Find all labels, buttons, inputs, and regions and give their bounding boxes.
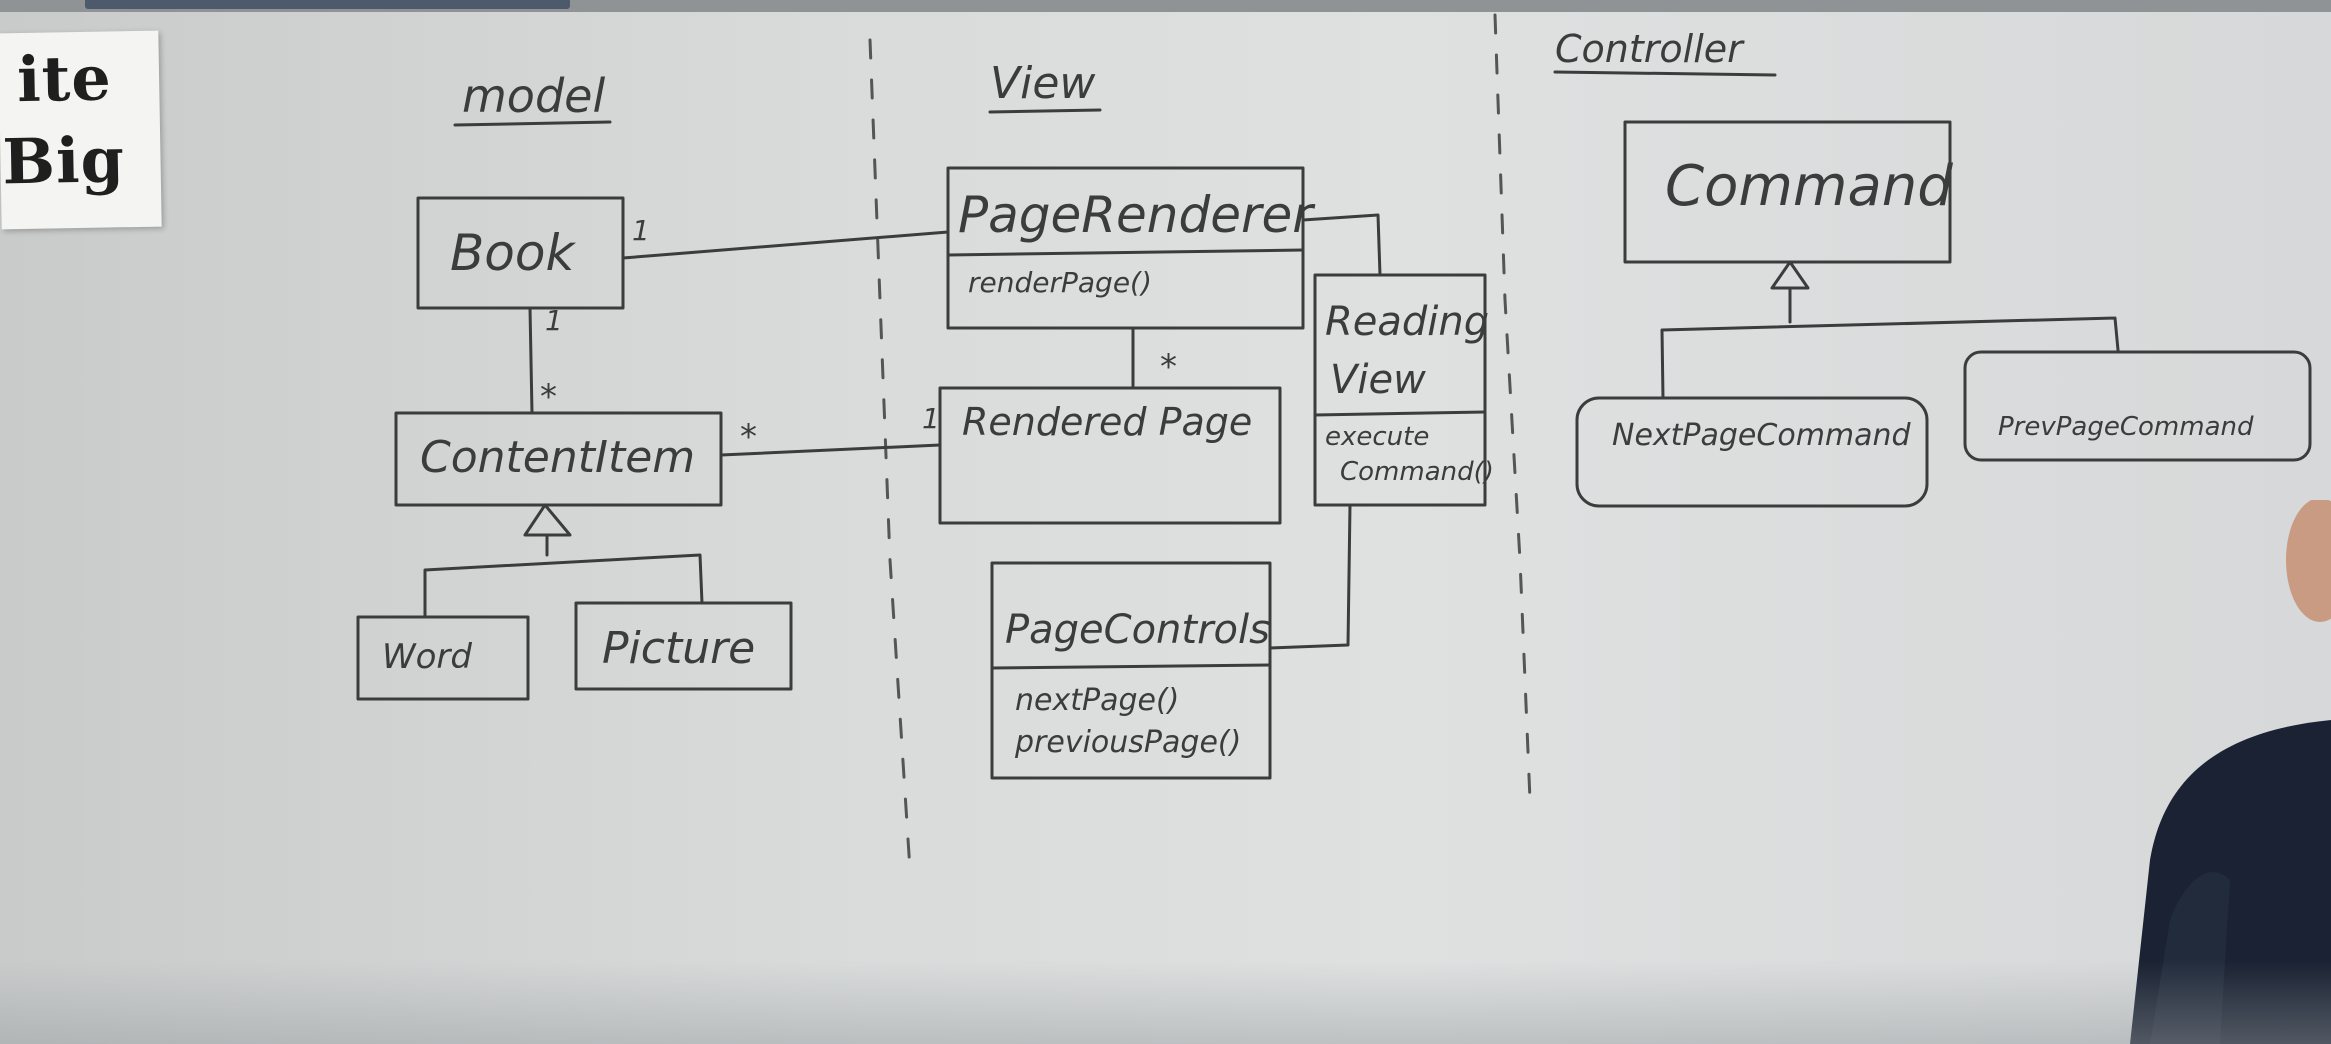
page-controls-method-1: nextPage(): [1015, 683, 1179, 718]
page-controls-method-2: previousPage(): [1014, 725, 1241, 760]
reading-view-method-2: Command(): [1340, 457, 1494, 487]
board-frame: [0, 0, 2331, 12]
item-generalization-triangle: [523, 503, 572, 537]
separator-model-view: [868, 38, 912, 872]
page-controls-box: [990, 561, 1272, 780]
presenter-head: [2286, 500, 2331, 622]
controller-underline: [1553, 70, 1777, 77]
rendered-page-box: [938, 386, 1282, 525]
multiplicity-rendered-item: 1: [922, 402, 940, 435]
item-rendered-assoc: [719, 443, 942, 457]
next-page-command-box: [1575, 396, 1929, 508]
command-box: [1623, 120, 1952, 264]
board-tray-shadow: [0, 960, 2331, 1044]
model-underline: [453, 120, 612, 127]
controls-reading-assoc: [1268, 503, 1352, 650]
picture-label: Picture: [602, 623, 755, 674]
content-item-label: ContentItem: [420, 432, 695, 483]
page-renderer-label: PageRenderer: [958, 186, 1316, 244]
reading-view-label-1: Reading: [1325, 299, 1489, 345]
reading-view-label-2: View: [1330, 357, 1426, 403]
word-label: Word: [382, 637, 472, 677]
page-controls-divider: [990, 663, 1272, 670]
controller-heading: Controller: [1555, 27, 1745, 71]
reading-view-method-1: execute: [1325, 422, 1429, 452]
reading-view-box: [1313, 273, 1487, 507]
page-renderer-method: renderPage(): [968, 266, 1152, 299]
multiplicity-item-rendered: *: [740, 417, 757, 457]
page-renderer-divider: [946, 248, 1305, 257]
book-item-assoc: [528, 306, 534, 415]
command-generalization-lines: [1660, 286, 2120, 400]
presenter: [2130, 500, 2331, 1044]
view-underline: [988, 108, 1102, 114]
renderer-reading-assoc: [1301, 213, 1382, 277]
word-box: [356, 615, 530, 701]
video-progress-bar: [85, 0, 570, 9]
separator-view-controller: [1493, 13, 1532, 802]
book-renderer-assoc: [621, 230, 950, 260]
rendered-page-label: Rendered Page: [962, 400, 1252, 444]
multiplicity-renderer-rendered: *: [1160, 347, 1177, 387]
content-item-box: [394, 411, 723, 507]
prev-page-command-label: PrevPageCommand: [1998, 412, 2254, 442]
view-heading: View: [990, 58, 1096, 109]
page-renderer-box: [946, 166, 1305, 330]
prev-page-command-box: [1963, 350, 2312, 462]
command-label: Command: [1665, 154, 1953, 219]
picture-box: [574, 601, 793, 691]
multiplicity-book-renderer: 1: [632, 214, 650, 247]
command-generalization-triangle: [1770, 260, 1810, 290]
page-controls-label: PageControls: [1005, 607, 1270, 653]
reading-view-divider: [1313, 410, 1487, 417]
multiplicity-book-bottom: *: [540, 377, 557, 417]
book-label: Book: [450, 224, 576, 282]
presenter-arm: [2150, 872, 2230, 1044]
model-heading: model: [462, 69, 605, 123]
multiplicity-book-top: 1: [545, 304, 563, 337]
book-box: [416, 196, 625, 310]
next-page-command-label: NextPageCommand: [1612, 418, 1912, 453]
item-generalization-lines: [423, 533, 704, 619]
